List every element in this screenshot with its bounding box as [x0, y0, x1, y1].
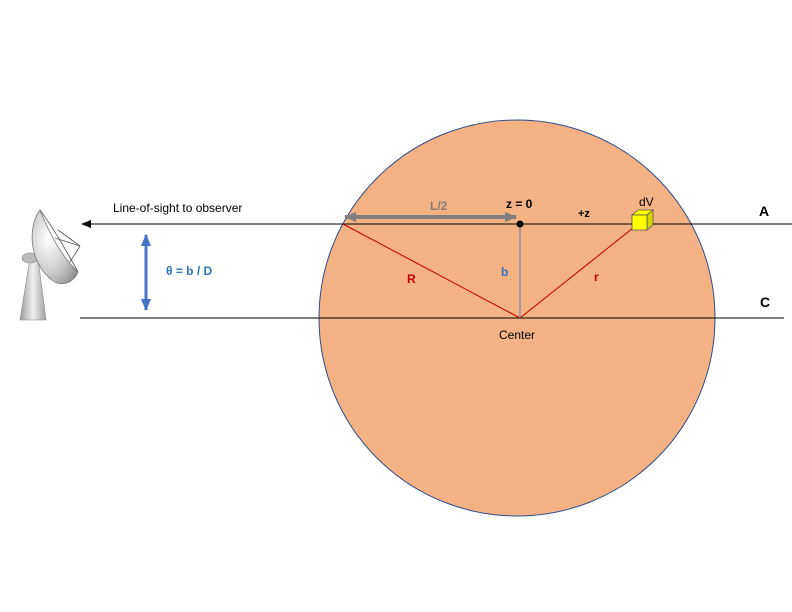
center-label: Center	[499, 328, 535, 342]
radius-line-small	[519, 223, 639, 319]
cube-icon	[630, 209, 655, 231]
plus-z-label: +z	[578, 208, 590, 220]
z-zero-label: z = 0	[506, 197, 533, 211]
radius-line-big	[342, 223, 521, 319]
z-zero-point	[516, 220, 524, 228]
line-c-label: C	[760, 294, 770, 310]
angle-label: θ = b / D	[166, 264, 212, 278]
radius-big-label: R	[407, 272, 416, 286]
line-of-sight-label: Line-of-sight to observer	[113, 201, 242, 215]
radio-telescope-icon	[19, 209, 81, 321]
radius-small-label: r	[594, 270, 599, 284]
line-a-label: A	[759, 203, 769, 219]
half-length-label: L/2	[430, 199, 448, 213]
impact-label: b	[501, 265, 508, 279]
volume-element-label: dV	[639, 195, 654, 209]
